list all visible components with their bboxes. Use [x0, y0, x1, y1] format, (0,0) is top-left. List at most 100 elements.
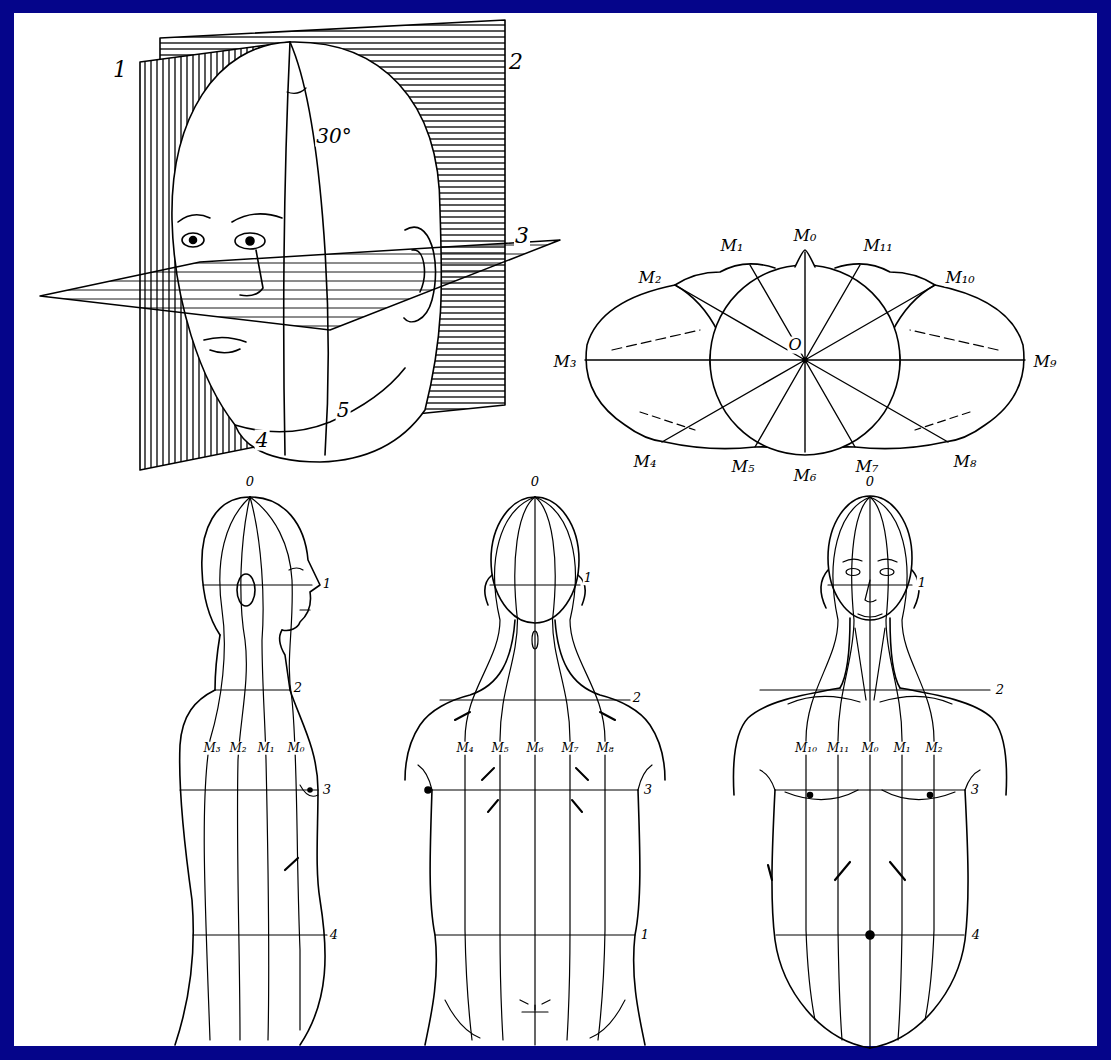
back-figure-stroke	[634, 790, 645, 1045]
projection-planes-head-stroke	[235, 368, 405, 432]
top-view-meridians-stroke	[612, 330, 700, 350]
projection-planes-head-stroke	[204, 337, 246, 342]
side-figure-stroke	[204, 497, 250, 1040]
meridian-label: M₄	[455, 742, 474, 755]
back-figure	[405, 497, 665, 1045]
projection-planes-head-stroke	[284, 42, 290, 455]
top-view-meridians-stroke	[892, 285, 935, 332]
projection-planes-head-stroke	[232, 214, 282, 222]
meridian-label: M₀	[860, 742, 879, 755]
back-figure-stroke	[500, 497, 535, 1040]
projection-planes-head	[40, 20, 560, 470]
meridian-label: M₃	[202, 742, 221, 755]
front-figure-stroke	[928, 793, 933, 798]
callout-number: 3	[514, 224, 530, 247]
top-view-meridians-stroke	[910, 330, 998, 350]
meridian-label: M₃	[553, 354, 578, 371]
front-figure	[733, 496, 1006, 1048]
front-figure-stroke	[808, 793, 813, 798]
meridian-label: M₂	[924, 742, 943, 755]
meridian-label: O	[787, 337, 802, 354]
projection-planes-head-stroke	[287, 88, 306, 93]
back-figure-stroke	[465, 497, 535, 1040]
front-figure-stroke	[900, 688, 1007, 795]
meridian-label: M₁	[256, 742, 275, 755]
callout-number: 5	[336, 400, 351, 421]
callout-number: 2	[995, 683, 1005, 697]
meridian-label: M₆	[793, 468, 818, 485]
callout-number: 2	[508, 50, 524, 73]
callout-number: 3	[970, 783, 980, 797]
callout-number: 1	[917, 576, 927, 590]
meridian-label: M₉	[1033, 354, 1058, 371]
projection-planes-head-stroke	[182, 233, 204, 247]
meridian-label: M₁	[720, 238, 745, 255]
callout-number: 1	[640, 928, 650, 942]
callout-number: 3	[643, 783, 653, 797]
side-figure-stroke	[250, 497, 320, 631]
back-figure-stroke	[535, 497, 605, 1040]
front-figure-stroke	[870, 790, 968, 1048]
back-figure-stroke	[425, 787, 431, 793]
back-figure-stroke	[535, 497, 570, 1040]
meridian-label: M₈	[953, 454, 978, 471]
meridian-label: M₁₀	[794, 742, 818, 755]
meridian-label: M₇	[560, 742, 579, 755]
projection-planes-head-stroke	[190, 237, 197, 244]
projection-planes-head-stroke	[40, 240, 560, 330]
callout-number: 0	[865, 475, 875, 489]
front-figure-stroke	[733, 688, 840, 795]
front-figure-stroke	[869, 497, 870, 1048]
side-figure-stroke	[237, 497, 250, 1040]
side-figure-stroke	[215, 635, 220, 690]
meridian-label: M₂	[228, 742, 247, 755]
meridian-label: M₇	[855, 459, 880, 476]
callout-number: 0	[245, 475, 255, 489]
side-figure-stroke	[237, 574, 255, 606]
projection-planes-head-stroke	[210, 349, 240, 353]
top-view-meridians-stroke	[585, 252, 1025, 452]
front-figure-stroke	[870, 497, 902, 1040]
meridian-label: M₀	[286, 742, 305, 755]
back-figure-stroke	[425, 790, 436, 1045]
callout-number: 4	[329, 928, 339, 942]
side-figure-stroke	[202, 497, 250, 635]
callout-number: 2	[632, 691, 642, 705]
top-view-meridians	[585, 250, 1025, 455]
projection-planes-head-stroke	[246, 237, 254, 245]
meridian-label: M₂	[638, 270, 663, 287]
side-figure	[175, 497, 327, 1045]
projection-planes-head-stroke	[235, 233, 265, 249]
callout-number: 1	[583, 571, 593, 585]
meridian-label: M₁₁	[862, 238, 893, 255]
front-figure-stroke	[760, 585, 990, 935]
meridian-label: M₁₀	[944, 270, 975, 287]
side-figure-stroke	[280, 630, 290, 690]
front-figure-stroke	[870, 497, 934, 1020]
back-figure-stroke	[432, 585, 638, 935]
callout-number: 30°	[315, 126, 352, 147]
front-figure-stroke	[880, 569, 894, 576]
front-figure-stroke	[768, 862, 905, 880]
projection-planes-head-stroke	[290, 42, 328, 455]
top-view-meridians-stroke	[675, 285, 718, 332]
callout-number: 0	[530, 475, 540, 489]
meridian-label: M₅	[731, 459, 756, 476]
meridian-label: M₀	[793, 228, 818, 245]
side-figure-stroke	[300, 785, 318, 796]
side-figure-stroke	[180, 585, 327, 935]
projection-planes-head-stroke	[178, 215, 210, 222]
callout-number: 4	[971, 928, 981, 942]
front-figure-stroke	[838, 497, 870, 1040]
front-figure-stroke	[846, 569, 860, 576]
callout-number: 3	[322, 783, 332, 797]
meridian-label: M₄	[633, 454, 658, 471]
meridian-label: M₆	[525, 742, 544, 755]
svg-part	[40, 20, 1025, 1048]
side-figure-stroke	[285, 858, 298, 870]
meridian-label: M₅	[490, 742, 509, 755]
callout-number: 1	[112, 58, 128, 81]
front-figure-stroke	[772, 790, 870, 1048]
